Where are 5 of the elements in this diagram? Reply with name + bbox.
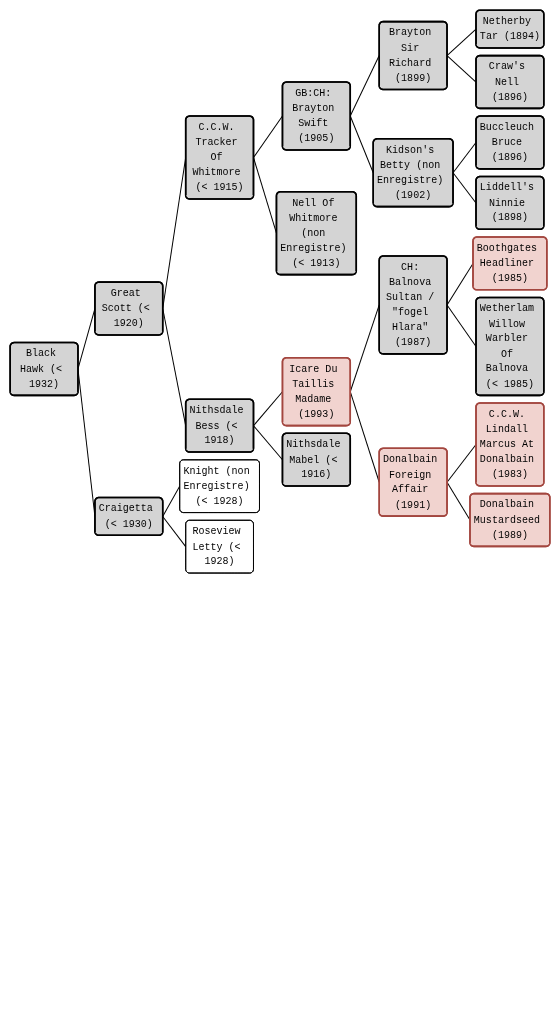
- connector: [253, 425, 283, 461]
- connector: [253, 391, 283, 427]
- connector: [162, 485, 181, 517]
- connector: [162, 515, 187, 548]
- connector: [253, 115, 283, 158]
